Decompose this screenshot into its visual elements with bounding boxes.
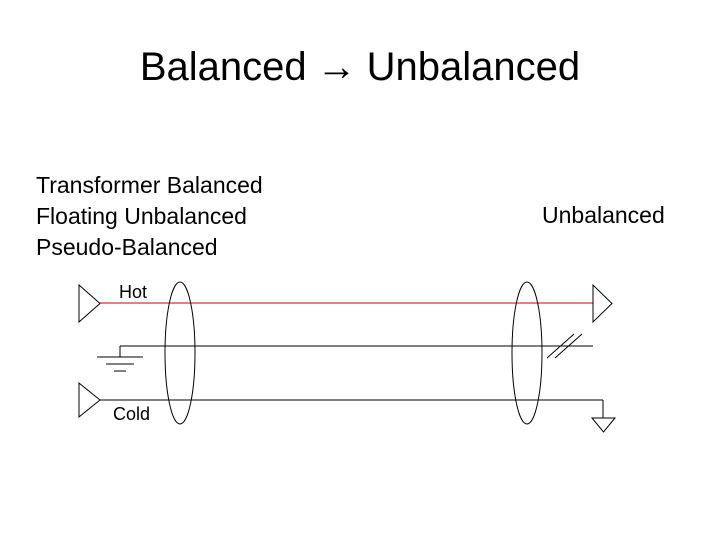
cable-bundle-right <box>511 281 543 425</box>
destination-triangle-icon <box>592 283 613 324</box>
ground-right-icon <box>590 417 617 433</box>
cold-label: Cold <box>113 404 151 424</box>
ground-left-icon <box>97 356 143 372</box>
source-type-pseudo-balanced: Pseudo-Balanced <box>36 234 218 260</box>
source-type-transformer-balanced: Transformer Balanced <box>36 172 263 198</box>
source-triangle-hot-icon <box>78 283 101 324</box>
source-type-floating-unbalanced: Floating Unbalanced <box>36 203 247 229</box>
title-left: Balanced <box>139 45 307 89</box>
title-arrow-icon: → <box>316 45 357 89</box>
cable-bundle-left <box>164 281 196 425</box>
slide-title: Balanced→Unbalanced <box>0 42 720 92</box>
source-type-labels: Transformer Balanced Floating Unbalanced… <box>36 170 263 263</box>
break-mark-1 <box>546 333 575 359</box>
destination-type-label: Unbalanced <box>542 202 665 228</box>
hot-label: Hot <box>119 282 148 302</box>
source-triangle-cold-icon <box>78 381 101 419</box>
title-right: Unbalanced <box>366 45 581 89</box>
break-mark-2 <box>554 333 583 359</box>
